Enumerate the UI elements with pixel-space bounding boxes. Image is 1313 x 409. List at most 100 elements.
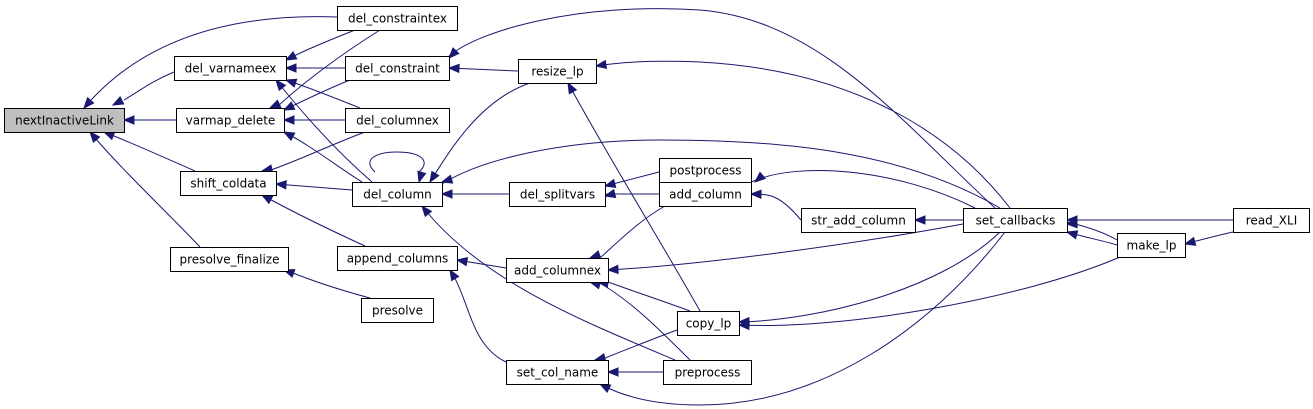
node-label: nextInactiveLink (15, 114, 114, 128)
node-label: add_columnex (514, 264, 601, 278)
node-box (659, 158, 752, 183)
node-set-callbacks[interactable]: set_callbacks (963, 208, 1068, 233)
node-label: del_column (363, 188, 432, 202)
edge-del-constraintex-to-nextInactiveLink (83, 16, 338, 110)
node-make-lp[interactable]: make_lp (1117, 233, 1186, 258)
node-del-varnameex[interactable]: del_varnameex (174, 56, 287, 81)
node-box (1117, 233, 1186, 258)
edge-preprocess-to-add-columnex (588, 280, 691, 361)
node-label: add_column (669, 188, 742, 202)
node-label: varmap_delete (186, 114, 276, 128)
edge-del-varnameex-to-nextInactiveLink (111, 71, 175, 106)
node-box (361, 298, 434, 323)
edge-del-splitvars-to-del-column (440, 189, 509, 199)
node-box (337, 6, 458, 31)
node-presolve[interactable]: presolve (361, 298, 434, 323)
node-append-columns[interactable]: append_columns (337, 246, 458, 271)
edge-extra-0 (1065, 219, 1118, 241)
edge-set-callbacks-to-str-add-column (913, 215, 963, 225)
edge-str-add-column-to-add-column (749, 189, 802, 221)
edge-presolve-finalize-to-nextInactiveLink (89, 130, 201, 248)
node-label: set_callbacks (976, 214, 1056, 228)
node-presolve-finalize[interactable]: presolve_finalize (170, 247, 289, 272)
edge-copy-lp-to-set-col-name (593, 329, 678, 363)
node-box (663, 360, 752, 385)
node-add-column[interactable]: add_column (659, 182, 752, 207)
node-postprocess[interactable]: postprocess (659, 158, 752, 183)
edge-read-XLI-to-set-callbacks (1065, 215, 1233, 225)
node-del-column[interactable]: del_column (352, 182, 443, 207)
node-box (180, 171, 277, 196)
node-box (352, 182, 443, 207)
edge-add-columnex-to-append-columns (455, 257, 507, 269)
edge-del-columnex-to-varmap-delete (282, 115, 345, 125)
node-read-xli[interactable]: read_XLI (1233, 208, 1310, 233)
node-label: read_XLI (1246, 214, 1297, 228)
edge-make-lp-to-set-callbacks (1065, 230, 1118, 246)
node-label: shift_coldata (190, 177, 266, 191)
node-shift-coldata[interactable]: shift_coldata (180, 171, 277, 196)
node-label: del_columnex (356, 114, 439, 128)
edge-del-column-to-del-varnameex (275, 78, 373, 183)
edge-make-lp-to-copy-lp (737, 256, 1121, 331)
node-label: make_lp (1127, 239, 1177, 253)
node-label: set_col_name (517, 366, 599, 380)
node-str-add-column[interactable]: str_add_column (801, 208, 916, 233)
node-add-columnex[interactable]: add_columnex (506, 258, 609, 283)
node-del-constraint[interactable]: del_constraint (345, 56, 450, 81)
edge-add-column-to-del-splitvars (603, 188, 659, 199)
edge-del-constraintex-to-del-varnameex (284, 29, 356, 61)
edge-append-columns-to-shift-coldata (260, 194, 366, 247)
node-box (506, 360, 609, 385)
node-copy-lp[interactable]: copy_lp (677, 311, 740, 336)
node-nextinactivelink[interactable]: nextInactiveLink (4, 108, 125, 133)
node-resize-lp[interactable]: resize_lp (518, 59, 597, 84)
node-varmap-delete[interactable]: varmap_delete (176, 108, 285, 133)
edge-del-column-to-del-column (369, 151, 427, 184)
edge-set-callbacks-to-del-constraint (448, 8, 996, 209)
edge-del-column-to-shift-coldata (274, 180, 353, 191)
edge-presolve-to-presolve-finalize (282, 268, 371, 299)
node-box (170, 247, 289, 272)
edge-copy-lp-to-resize-lp (567, 81, 701, 312)
edge-del-constraint-to-del-varnameex (284, 63, 345, 73)
node-box (337, 246, 458, 271)
node-del-columnex[interactable]: del_columnex (345, 108, 450, 133)
node-box (345, 56, 450, 81)
edge-layer (83, 8, 1234, 406)
edge-set-col-name-to-append-columns (449, 268, 507, 363)
node-box (174, 56, 287, 81)
node-box (4, 108, 125, 133)
node-box (677, 311, 740, 336)
node-label: del_constraintex (348, 12, 447, 26)
edge-preprocess-to-del-column (421, 204, 676, 361)
edge-shift-coldata-to-nextInactiveLink (102, 131, 196, 172)
node-box (506, 258, 609, 283)
node-label: postprocess (669, 164, 741, 178)
edge-del-columnex-to-shift-coldata (260, 131, 366, 174)
node-set-col-name[interactable]: set_col_name (506, 360, 609, 385)
node-label: presolve (372, 304, 423, 318)
edge-del-constraintex-to-varmap-delete (268, 29, 381, 109)
edge-del-columnex-to-del-varnameex (284, 78, 361, 109)
node-layer: nextInactiveLink del_varnameex varmap_dele… (4, 6, 1310, 385)
node-box (509, 182, 606, 207)
node-label: presolve_finalize (180, 253, 280, 267)
node-preprocess[interactable]: preprocess (663, 360, 752, 385)
node-box (801, 208, 916, 233)
node-label: del_constraint (355, 62, 440, 76)
node-label: resize_lp (531, 65, 583, 79)
node-box (1233, 208, 1310, 233)
edge-del-constraint-to-varmap-delete (282, 79, 351, 111)
node-label: str_add_column (811, 214, 906, 228)
edge-set-callbacks-to-set-col-name (598, 231, 1006, 406)
edge-del-column-to-varmap-delete (282, 131, 363, 183)
node-del-constraintex[interactable]: del_constraintex (337, 6, 458, 31)
edge-varmap-delete-to-nextInactiveLink (122, 115, 176, 125)
edge-copy-lp-to-add-columnex (596, 278, 691, 312)
edge-set-callbacks-to-add-columnex (606, 223, 964, 275)
node-box (963, 208, 1068, 233)
node-del-splitvars[interactable]: del_splitvars (509, 182, 606, 207)
edge-add-column-to-add-columnex (588, 205, 666, 260)
